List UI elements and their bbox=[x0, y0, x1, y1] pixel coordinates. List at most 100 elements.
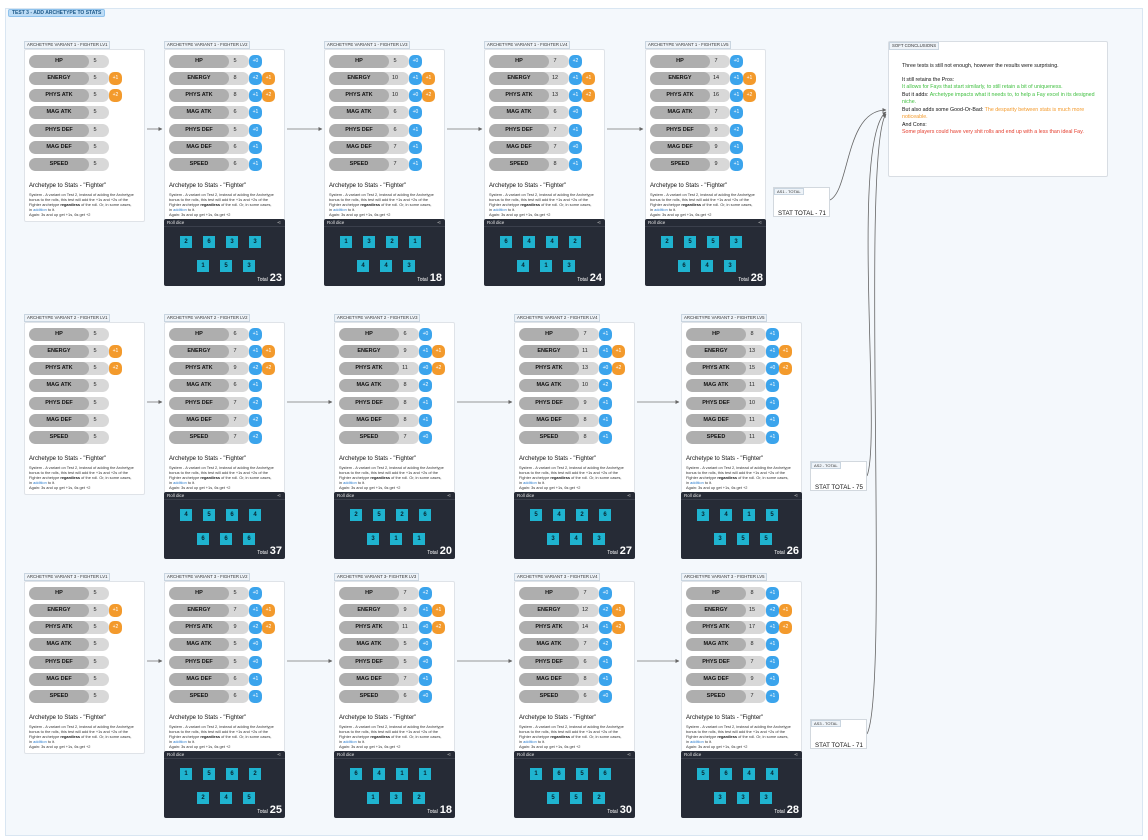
die: 2 bbox=[413, 792, 425, 804]
desc-fragment: Fighter archetype bbox=[519, 475, 551, 480]
share-icon[interactable]: ⋖ bbox=[626, 493, 632, 499]
die: 2 bbox=[396, 509, 408, 521]
roll-bonus-badge: +0 bbox=[599, 690, 612, 704]
desc-line: System - A variant on Test 2, instead of… bbox=[29, 465, 134, 470]
die: 6 bbox=[500, 236, 512, 248]
die: 3 bbox=[724, 260, 736, 272]
desc-line: in addition to it. bbox=[329, 207, 443, 212]
share-icon[interactable]: ⋖ bbox=[757, 220, 763, 226]
roll-bonus-badge: +2 bbox=[766, 603, 779, 617]
share-icon[interactable]: ⋖ bbox=[276, 220, 282, 226]
roll-bonus-badge: +1 bbox=[766, 379, 779, 393]
share-icon[interactable]: ⋖ bbox=[793, 752, 799, 758]
desc-line: System - A variant on Test 2, instead of… bbox=[169, 465, 274, 470]
die: 3 bbox=[714, 792, 726, 804]
share-icon[interactable]: ⋖ bbox=[436, 220, 442, 226]
desc-line: Again: 3s and up get +1s, 6s get +2 bbox=[339, 744, 401, 749]
roll-bonus-badge: +1 bbox=[569, 89, 582, 103]
desc-fragment: to it. bbox=[186, 207, 196, 212]
roll-bonus-badge: +1 bbox=[419, 413, 432, 427]
die: 2 bbox=[661, 236, 673, 248]
stat-label: PHYS ATK bbox=[329, 89, 389, 103]
desc-line: Fighter archetype regardless of the roll… bbox=[339, 734, 453, 739]
share-icon[interactable]: ⋖ bbox=[793, 493, 799, 499]
desc-fragment: of the roll. Or, in some cases, bbox=[220, 202, 272, 207]
roll-bonus-badge: +2 bbox=[249, 396, 262, 410]
section-tag[interactable]: TEST 3 - ADD ARCHETYPE TO STATS bbox=[8, 9, 106, 17]
stat-label: PHYS DEF bbox=[339, 396, 399, 410]
desc-line: Fighter archetype regardless of the roll… bbox=[686, 475, 800, 480]
roll-bonus-badge: +1 bbox=[419, 344, 432, 358]
stat-label: SPEED bbox=[339, 431, 399, 445]
die: 2 bbox=[180, 236, 192, 248]
roll-bonus-badge: +1 bbox=[249, 327, 262, 341]
desc-line: System - A variant on Test 2, instead of… bbox=[169, 192, 274, 197]
description-text: System - A variant on Test 2, instead of… bbox=[169, 465, 283, 490]
description: Archetype to Stats - "Fighter"System - A… bbox=[489, 183, 603, 217]
roll-bonus-badge: +1 bbox=[766, 655, 779, 669]
frame-label: ARCHETYPE VARIANT 1 - FIGHTER LV4 bbox=[484, 41, 571, 49]
description-text: System - A variant on Test 2, instead of… bbox=[329, 192, 443, 217]
die: 3 bbox=[243, 260, 255, 272]
share-icon[interactable]: ⋖ bbox=[596, 220, 602, 226]
roll-bonus-badge: +2 bbox=[249, 621, 262, 635]
roll-bonus-badge: +0 bbox=[730, 54, 743, 68]
share-icon[interactable]: ⋖ bbox=[276, 752, 282, 758]
stat-label: HP bbox=[650, 54, 710, 68]
die: 4 bbox=[546, 236, 558, 248]
share-icon[interactable]: ⋖ bbox=[446, 493, 452, 499]
dice-total-value: 18 bbox=[429, 272, 442, 284]
desc-fragment: of the roll. Or, in some cases, bbox=[570, 734, 622, 739]
share-icon[interactable]: ⋖ bbox=[446, 752, 452, 758]
conclusions-card[interactable]: SOFT CONCLUSIONS Three tests is still no… bbox=[888, 41, 1108, 177]
share-icon[interactable]: ⋖ bbox=[626, 752, 632, 758]
share-icon[interactable]: ⋖ bbox=[276, 493, 282, 499]
dice-header: Roll dice bbox=[164, 219, 285, 227]
